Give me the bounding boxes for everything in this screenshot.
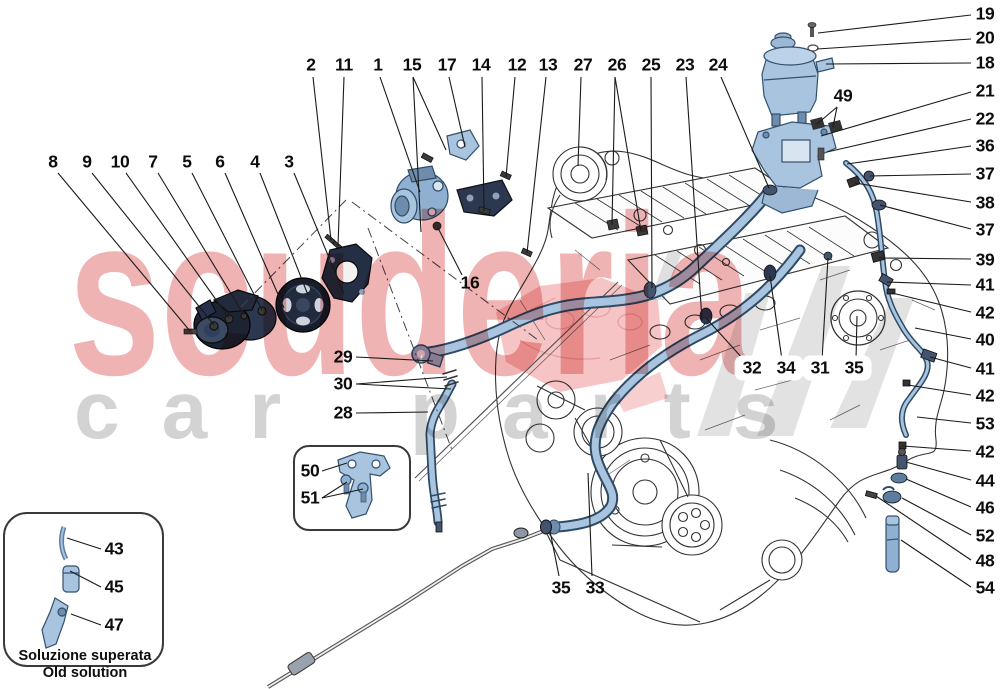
callout-12: 12 [507, 54, 527, 75]
old-solution-box: Soluzione superata Old solution [3, 512, 164, 681]
callout-32: 32 [734, 355, 770, 381]
callout-28: 28 [333, 402, 353, 423]
callout-22: 22 [975, 108, 995, 129]
callout-33: 33 [585, 577, 605, 598]
callout-20: 20 [975, 27, 995, 48]
hose-36-53 [843, 160, 931, 438]
callout-18: 18 [975, 52, 995, 73]
callout-42: 42 [975, 385, 995, 406]
callout-8: 8 [48, 151, 58, 172]
callout-13: 13 [538, 54, 558, 75]
note-line-italian: Soluzione superata [18, 648, 152, 664]
hoses [411, 160, 931, 535]
callout-48: 48 [975, 550, 995, 571]
steering-pipe [266, 281, 623, 689]
callout-17: 17 [437, 54, 457, 75]
callout-40: 40 [975, 329, 995, 350]
callout-6: 6 [215, 151, 225, 172]
callout-42: 42 [975, 441, 995, 462]
bracket-inset-box [293, 445, 411, 531]
bolt-19 [807, 22, 817, 37]
callout-37: 37 [975, 163, 995, 184]
callout-51: 51 [300, 487, 320, 508]
callout-3: 3 [284, 151, 294, 172]
callout-36: 36 [975, 135, 995, 156]
callout-37: 37 [975, 219, 995, 240]
callout-1: 1 [373, 54, 383, 75]
callout-41: 41 [975, 358, 995, 379]
callout-21: 21 [975, 80, 995, 101]
callout-35: 35 [551, 577, 571, 598]
callout-7: 7 [148, 151, 158, 172]
callout-9: 9 [82, 151, 92, 172]
hose-23 [411, 187, 774, 364]
callout-47: 47 [104, 614, 124, 635]
callout-11: 11 [335, 54, 353, 75]
callout-31: 31 [802, 355, 838, 381]
callout-10: 10 [110, 151, 130, 172]
callout-38: 38 [975, 192, 995, 213]
callout-30: 30 [333, 373, 353, 394]
callout-16: 16 [460, 272, 480, 293]
callout-27: 27 [573, 54, 593, 75]
callout-42: 42 [975, 302, 995, 323]
callout-2: 2 [306, 54, 316, 75]
reservoir-18 [761, 32, 835, 127]
callout-19: 19 [975, 3, 995, 24]
callout-52: 52 [975, 525, 995, 546]
callout-26: 26 [607, 54, 627, 75]
callout-43: 43 [104, 538, 124, 559]
callout-45: 45 [104, 576, 124, 597]
clamp-35 [540, 519, 552, 535]
callout-50: 50 [300, 460, 320, 481]
callout-29: 29 [333, 346, 353, 367]
bracket-24 [751, 121, 837, 214]
callout-49: 49 [833, 85, 853, 106]
pipe-28 [425, 351, 459, 533]
callout-53: 53 [975, 413, 995, 434]
callout-25: 25 [641, 54, 661, 75]
callout-35: 35 [836, 355, 872, 381]
callout-39: 39 [975, 249, 995, 270]
callout-34: 34 [768, 355, 804, 381]
callout-14: 14 [471, 54, 491, 75]
callout-44: 44 [975, 470, 995, 491]
callout-15: 15 [402, 54, 422, 75]
note-line-english: Old solution [42, 665, 128, 681]
callout-54: 54 [975, 577, 995, 598]
callout-4: 4 [250, 151, 260, 172]
callout-41: 41 [975, 274, 995, 295]
callout-24: 24 [708, 54, 728, 75]
hose-33 [540, 244, 806, 535]
callout-5: 5 [182, 151, 192, 172]
callout-23: 23 [675, 54, 695, 75]
callout-46: 46 [975, 497, 995, 518]
highlighted-area [496, 278, 668, 412]
